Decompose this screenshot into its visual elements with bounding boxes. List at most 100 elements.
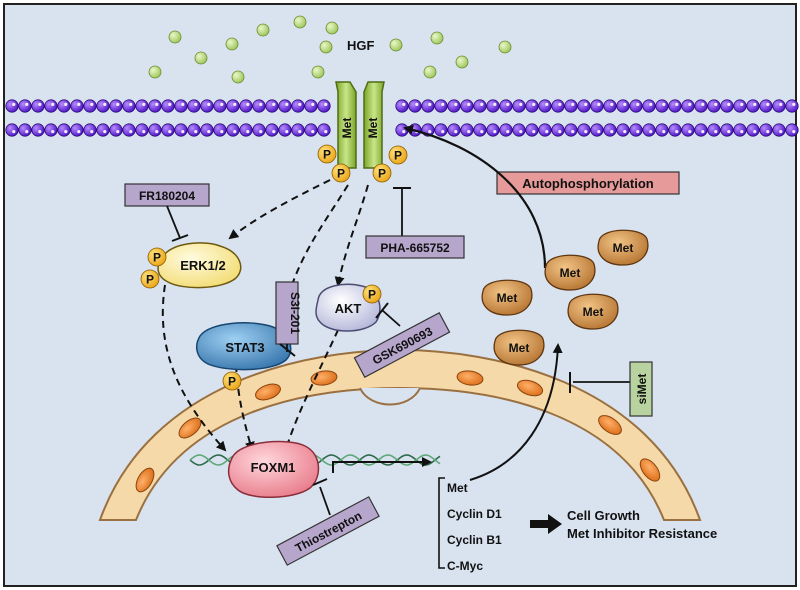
- s3i-201-inhibitor: S3I-201: [275, 281, 302, 357]
- outcome-arrow: [530, 514, 562, 534]
- membrane-lipid-bead: [291, 99, 305, 113]
- membrane-lipid-bead: [668, 99, 682, 113]
- membrane-lipid-bead: [122, 99, 136, 113]
- svg-text:P: P: [146, 273, 154, 287]
- hgf-ligand: [311, 65, 325, 79]
- hgf-ligand: [168, 30, 182, 44]
- stat3-node: STAT3: [195, 322, 292, 371]
- target-gene-1: Cyclin D1: [447, 507, 502, 521]
- membrane-lipid-bead: [499, 99, 513, 113]
- foxm1-node: FOXM1: [227, 440, 320, 498]
- membrane-lipid-bead: [538, 123, 552, 137]
- met-protein: Met: [597, 229, 649, 266]
- erk-node: ERK1/2: [157, 242, 242, 289]
- membrane-lipid-bead: [213, 99, 227, 113]
- membrane-lipid-bead: [772, 99, 786, 113]
- membrane-lipid-bead: [629, 99, 643, 113]
- membrane-lipid-bead: [200, 99, 214, 113]
- foxm1-label: FOXM1: [251, 460, 296, 475]
- membrane-lipid-bead: [473, 99, 487, 113]
- membrane-lipid-bead: [707, 123, 721, 137]
- membrane-lipid-bead: [31, 99, 45, 113]
- svg-text:Met: Met: [583, 305, 604, 319]
- phospho-group: P: [331, 163, 351, 183]
- gene-bracket: [438, 477, 445, 569]
- hgf-ligand: [256, 23, 270, 37]
- hgf-ligand-particles: [148, 15, 512, 84]
- membrane-lipid-bead: [746, 123, 760, 137]
- autophosphorylation-label: Autophosphorylation: [522, 176, 653, 191]
- membrane-lipid-bead: [161, 99, 175, 113]
- met-receptor-dimer: Met Met: [335, 81, 385, 169]
- membrane-lipid-bead: [5, 123, 19, 137]
- hgf-ligand: [498, 40, 512, 54]
- membrane-lipid-bead: [759, 123, 773, 137]
- membrane-lipid-bead: [187, 99, 201, 113]
- membrane-lipid-bead: [460, 123, 474, 137]
- phospho-group: P: [140, 269, 160, 289]
- membrane-lipid-bead: [564, 99, 578, 113]
- svg-text:P: P: [368, 288, 376, 302]
- met-protein: Met: [567, 293, 619, 330]
- membrane-lipid-bead: [460, 99, 474, 113]
- membrane-lipid-bead: [239, 123, 253, 137]
- hgf-ligand: [455, 55, 469, 69]
- membrane-lipid-bead: [434, 99, 448, 113]
- membrane-lipid-bead: [720, 123, 734, 137]
- svg-text:Met: Met: [560, 266, 581, 280]
- membrane-lipid-bead: [772, 123, 786, 137]
- membrane-lipid-bead: [18, 123, 32, 137]
- membrane-lipid-bead: [525, 123, 539, 137]
- phospho-group: P: [147, 247, 167, 267]
- membrane-lipid-bead: [44, 123, 58, 137]
- membrane-lipid-bead: [57, 123, 71, 137]
- simet-inhibitor: siMet: [569, 361, 653, 417]
- membrane-lipid-bead: [629, 123, 643, 137]
- outcome-0: Cell Growth: [567, 508, 640, 523]
- phospho-group: P: [372, 163, 392, 183]
- transcription-arrow: [332, 457, 432, 473]
- receptor-label-right: Met: [366, 118, 380, 139]
- membrane-lipid-bead: [187, 123, 201, 137]
- membrane-lipid-bead: [278, 99, 292, 113]
- membrane-lipid-bead: [252, 99, 266, 113]
- met-protein: Met: [493, 329, 545, 366]
- target-gene-3: C-Myc: [447, 559, 483, 573]
- svg-text:Met: Met: [497, 291, 518, 305]
- membrane-lipid-bead: [616, 99, 630, 113]
- hgf-ligand: [319, 40, 333, 54]
- membrane-lipid-bead: [577, 123, 591, 137]
- membrane-lipid-bead: [226, 99, 240, 113]
- nuclear-pore: [135, 467, 155, 493]
- membrane-lipid-bead: [18, 99, 32, 113]
- membrane-lipid-bead: [486, 99, 500, 113]
- simet-label: siMet: [635, 374, 649, 405]
- membrane-lipid-bead: [616, 123, 630, 137]
- membrane-lipid-bead: [694, 123, 708, 137]
- membrane-lipid-bead: [733, 123, 747, 137]
- hgf-ligand: [148, 65, 162, 79]
- membrane-lipid-bead: [785, 99, 799, 113]
- autophosphorylation-box: Autophosphorylation: [496, 171, 680, 195]
- membrane-lipid-bead: [122, 123, 136, 137]
- hgf-ligand: [231, 70, 245, 84]
- membrane-lipid-bead: [278, 123, 292, 137]
- fr180204-label: FR180204: [139, 189, 195, 203]
- membrane-lipid-bead: [759, 99, 773, 113]
- membrane-lipid-bead: [590, 123, 604, 137]
- membrane-lipid-bead: [421, 99, 435, 113]
- membrane-lipid-bead: [174, 99, 188, 113]
- membrane-lipid-bead: [5, 99, 19, 113]
- hgf-ligand: [325, 21, 339, 35]
- membrane-lipid-bead: [707, 99, 721, 113]
- membrane-lipid-bead: [642, 123, 656, 137]
- hgf-ligand: [423, 65, 437, 79]
- svg-text:Met: Met: [509, 341, 530, 355]
- membrane-lipid-bead: [785, 123, 799, 137]
- phospho-group: P: [317, 144, 337, 164]
- hgf-label: HGF: [347, 38, 375, 53]
- membrane-lipid-bead: [304, 123, 318, 137]
- svg-text:P: P: [378, 167, 386, 181]
